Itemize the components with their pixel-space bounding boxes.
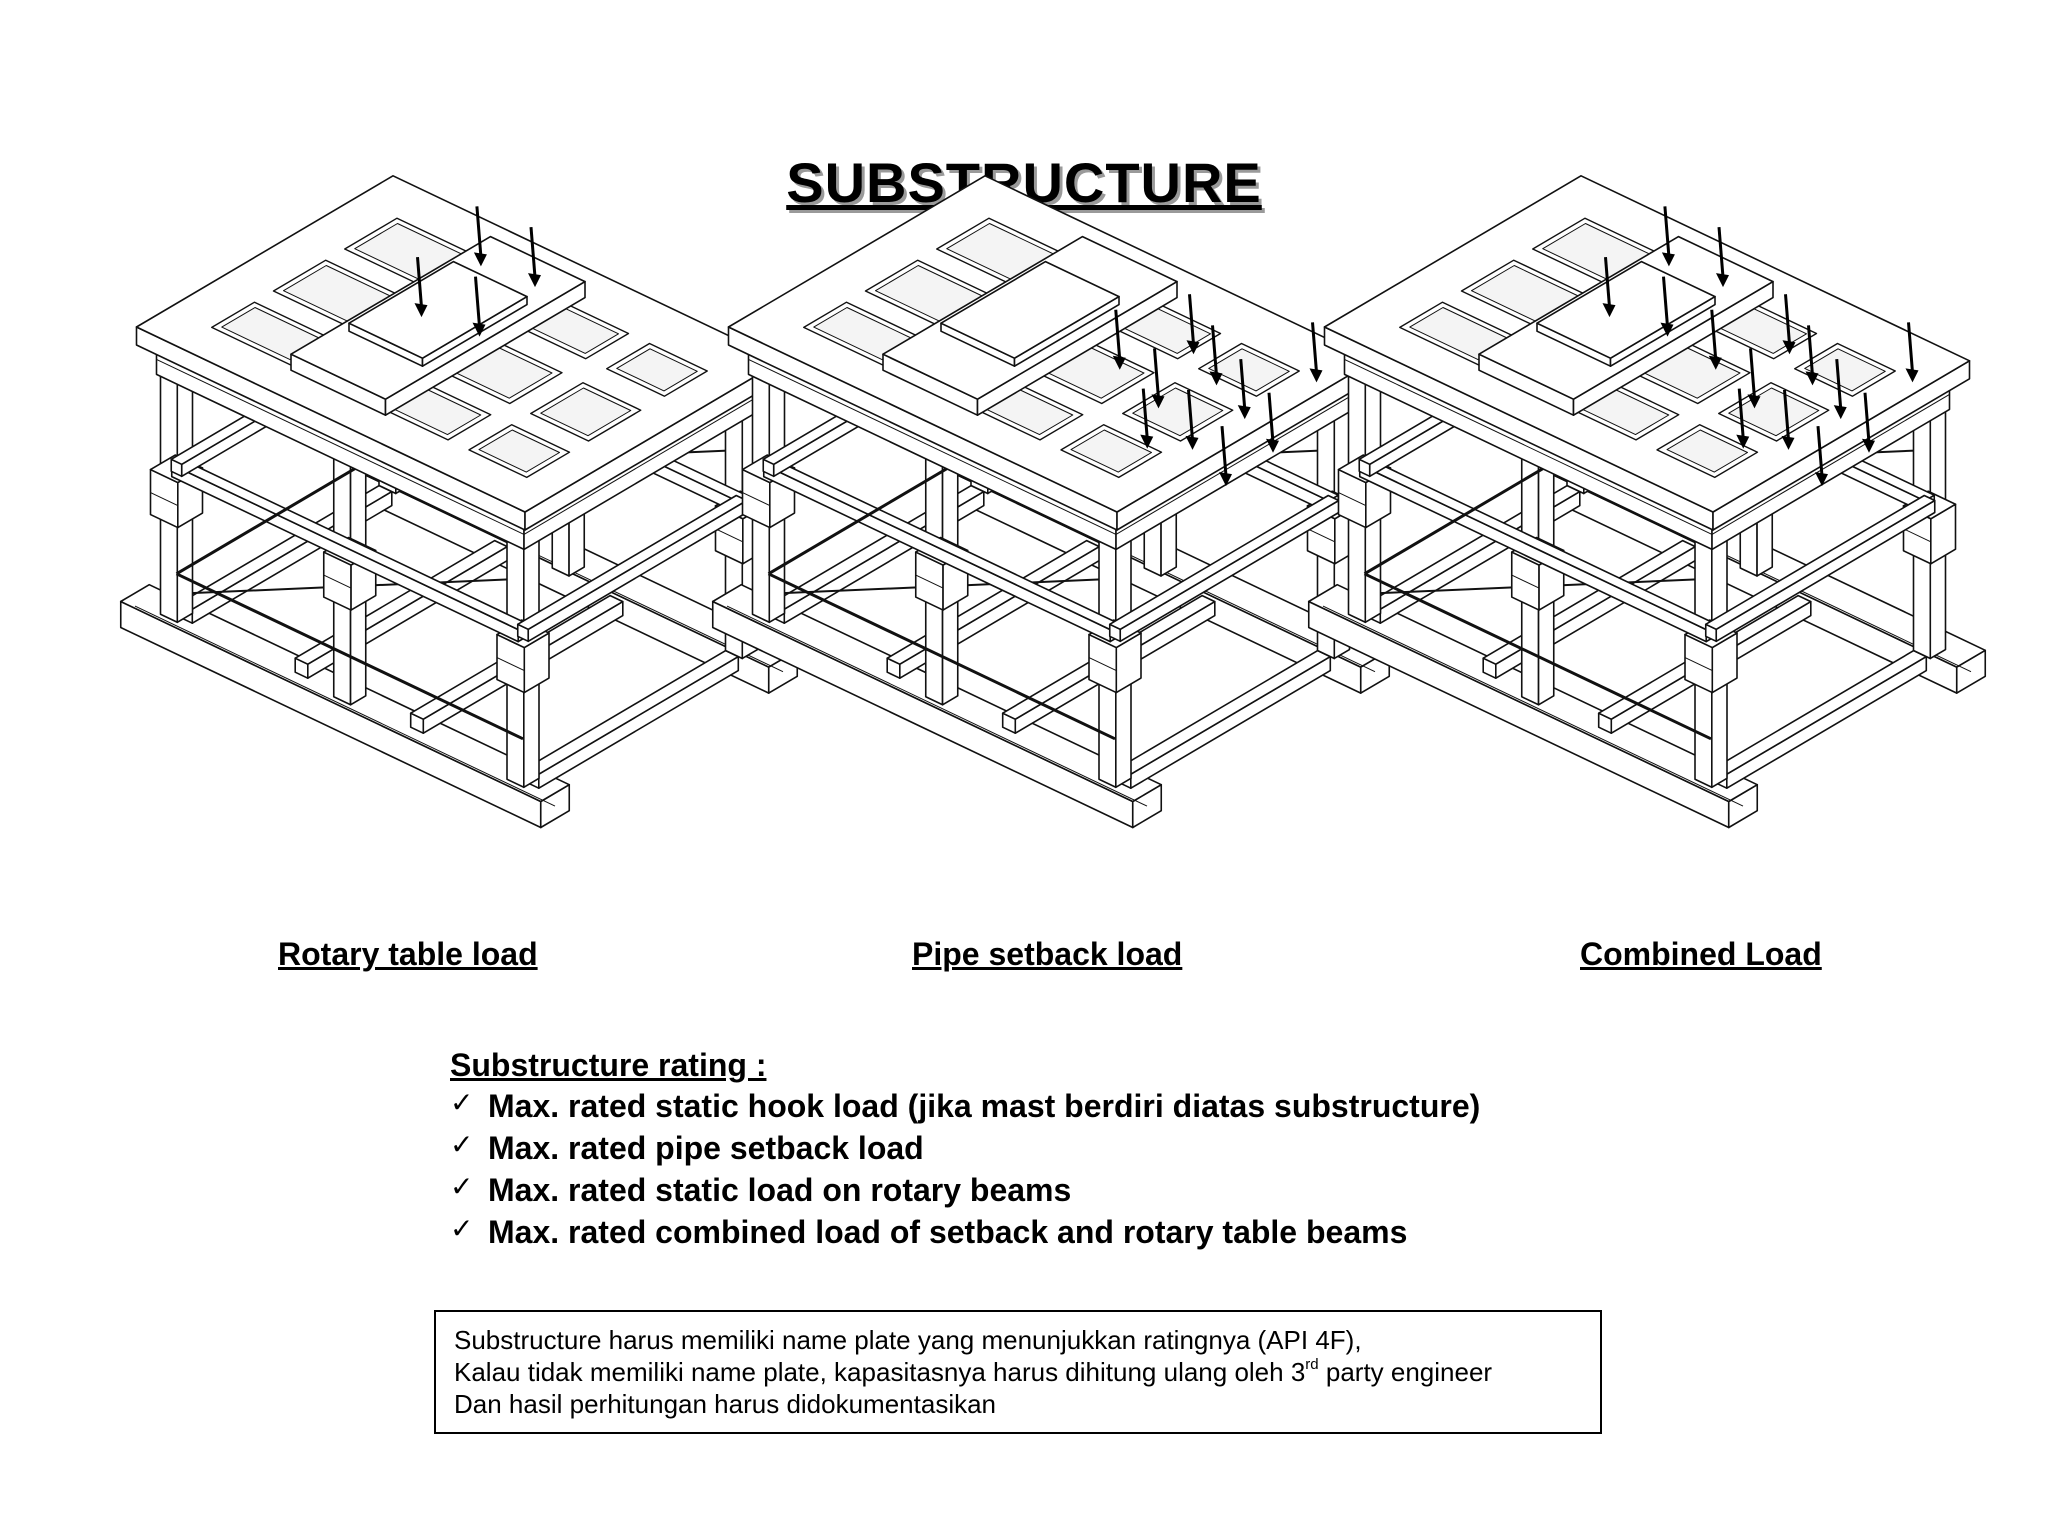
down-arrow-icon <box>1219 425 1232 487</box>
note-line: Kalau tidak memiliki name plate, kapasit… <box>454 1356 1582 1388</box>
note-line: Substructure harus memiliki name plate y… <box>454 1325 1362 1355</box>
rating-item: ✓ Max. rated static hook load (jika mast… <box>450 1085 1750 1127</box>
rating-item: ✓ Max. rated pipe setback load <box>450 1127 1750 1169</box>
down-arrow-icon <box>1833 358 1847 420</box>
down-arrow-icon <box>1186 294 1200 355</box>
down-arrow-icon <box>1661 206 1675 267</box>
substructure-frame <box>119 175 799 829</box>
down-arrow-icon <box>1905 322 1919 383</box>
down-arrow-icon <box>1781 389 1795 450</box>
rating-item-text: Max. rated static hook load (jika mast b… <box>488 1088 1481 1124</box>
note-superscript: rd <box>1305 1356 1319 1374</box>
rating-item-text: Max. rated static load on rotary beams <box>488 1172 1072 1208</box>
down-arrow-icon <box>1151 348 1165 409</box>
figure-rotary <box>119 175 799 920</box>
down-arrow-icon <box>1266 392 1279 453</box>
down-arrow-icon <box>1237 358 1251 420</box>
check-mark-icon: ✓ <box>450 1129 474 1160</box>
down-arrow-icon <box>1815 425 1828 487</box>
caption-combined: Combined Load <box>1580 936 1822 972</box>
rating-list: ✓ Max. rated static hook load (jika mast… <box>450 1085 1750 1253</box>
check-mark-icon: ✓ <box>450 1213 474 1244</box>
rating-item: ✓ Max. rated static load on rotary beams <box>450 1169 1750 1211</box>
down-arrow-icon <box>1747 348 1761 409</box>
figure-combined <box>1307 175 1987 920</box>
down-arrow-icon <box>1185 389 1199 450</box>
down-arrow-icon <box>1112 309 1126 370</box>
rating-section: Substructure rating : ✓ Max. rated stati… <box>450 1045 1750 1253</box>
down-arrow-icon <box>1309 322 1323 383</box>
rating-heading: Substructure rating : <box>450 1047 767 1083</box>
check-mark-icon: ✓ <box>450 1087 474 1118</box>
figure-setback <box>711 175 1391 920</box>
caption-setback: Pipe setback load <box>912 936 1183 972</box>
check-mark-icon: ✓ <box>450 1171 474 1202</box>
note-box: Substructure harus memiliki name plate y… <box>434 1310 1602 1434</box>
note-line: Dan hasil perhitungan harus didokumentas… <box>454 1389 997 1419</box>
down-arrow-icon <box>472 276 486 337</box>
substructure-frame <box>1307 175 1987 829</box>
down-arrow-icon <box>1736 388 1750 449</box>
down-arrow-icon <box>1708 309 1722 370</box>
down-arrow-icon <box>1716 226 1729 288</box>
note-text: Kalau tidak memiliki name plate, kapasit… <box>454 1357 1306 1387</box>
down-arrow-icon <box>1782 294 1796 355</box>
down-arrow-icon <box>1209 325 1223 386</box>
rating-item-text: Max. rated combined load of setback and … <box>488 1214 1408 1250</box>
down-arrow-icon <box>1660 276 1674 337</box>
down-arrow-icon <box>528 226 541 288</box>
down-arrow-icon <box>1140 388 1154 449</box>
substructure-drawing-combined <box>1307 175 1987 829</box>
down-arrow-icon <box>1805 325 1819 386</box>
substructure-drawing-rotary <box>119 175 799 829</box>
down-arrow-icon <box>414 256 428 318</box>
rating-item: ✓ Max. rated combined load of setback an… <box>450 1211 1750 1253</box>
substructure-frame <box>711 175 1391 829</box>
substructure-drawing-setback <box>711 175 1391 829</box>
down-arrow-icon <box>1602 256 1616 318</box>
rating-item-text: Max. rated pipe setback load <box>488 1130 924 1166</box>
caption-rotary: Rotary table load <box>278 936 538 972</box>
note-text: party engineer <box>1318 1357 1493 1387</box>
down-arrow-icon <box>473 206 487 267</box>
down-arrow-icon <box>1862 392 1875 453</box>
